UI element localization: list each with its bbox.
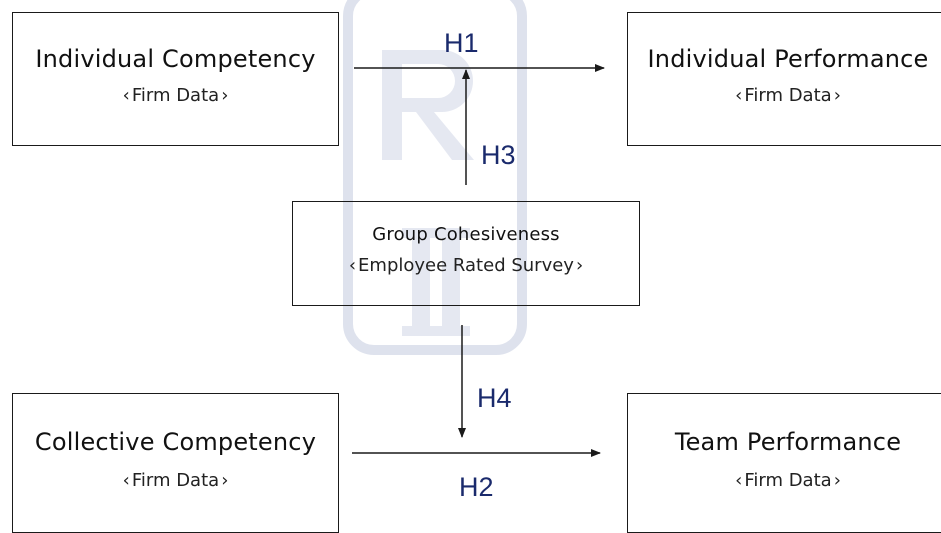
node-title: Collective Competency xyxy=(34,428,317,456)
node-collective-competency: Collective Competency Firm Data xyxy=(12,393,339,533)
hypothesis-label-h2: H2 xyxy=(459,472,494,502)
node-team-performance: Team Performance Firm Data xyxy=(627,393,941,533)
node-individual-performance: Individual Performance Firm Data xyxy=(627,12,941,146)
node-data-source: Firm Data xyxy=(13,470,338,491)
node-data-source: Firm Data xyxy=(13,85,338,106)
node-title: Group Cohesiveness xyxy=(372,224,560,245)
node-title: Individual Performance xyxy=(647,45,929,73)
node-title: Team Performance xyxy=(674,428,902,456)
node-group-cohesiveness: Group Cohesiveness Employee Rated Survey xyxy=(292,201,640,306)
node-data-source: Employee Rated Survey xyxy=(293,255,639,276)
hypothesis-label-h4: H4 xyxy=(477,383,512,413)
node-data-source: Firm Data xyxy=(628,85,941,106)
node-title: Individual Competency xyxy=(35,45,316,73)
node-individual-competency: Individual Competency Firm Data xyxy=(12,12,339,146)
node-data-source: Firm Data xyxy=(628,470,941,491)
hypothesis-label-h3: H3 xyxy=(481,140,516,170)
hypothesis-label-h1: H1 xyxy=(444,28,479,58)
